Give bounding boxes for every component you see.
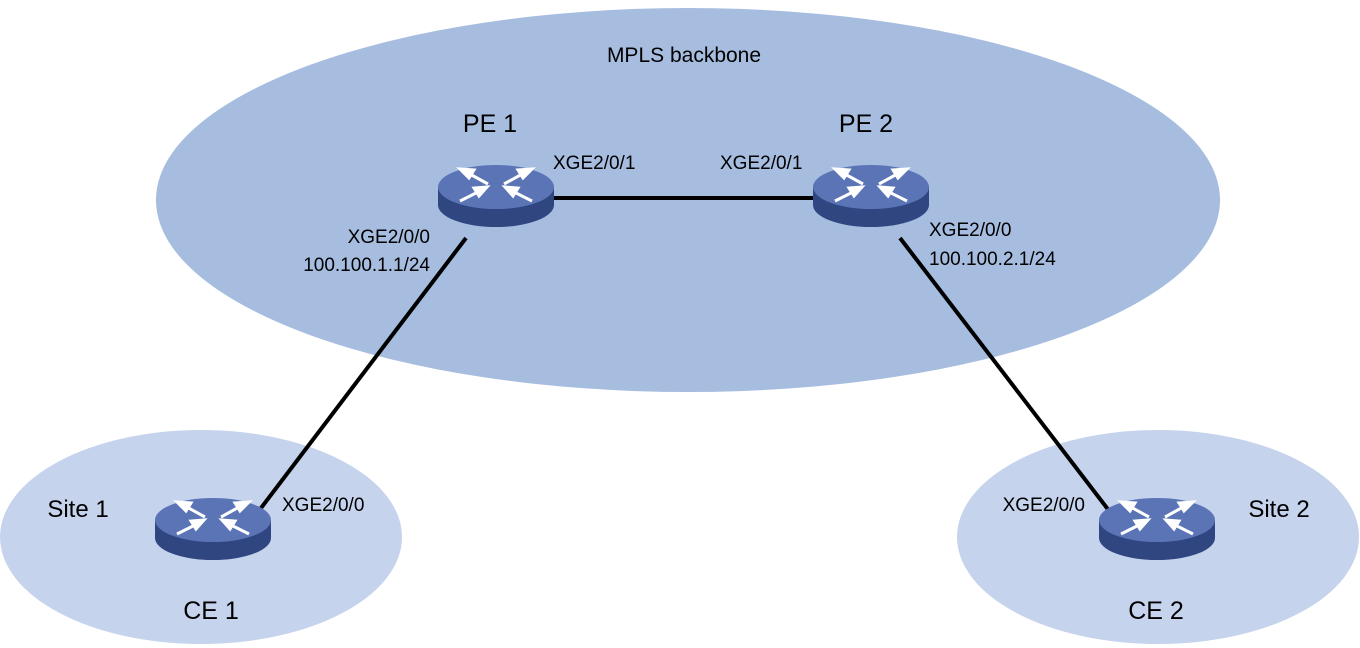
backbone-label: MPLS backbone bbox=[607, 44, 761, 67]
pe2-access-ip: 100.100.2.1/24 bbox=[929, 249, 1056, 270]
pe2-core-interface: XGE2/0/1 bbox=[720, 153, 802, 174]
pe1-access-ip: 100.100.1.1/24 bbox=[303, 255, 430, 276]
ce2-interface: XGE2/0/0 bbox=[1003, 495, 1085, 516]
router-ce2[interactable] bbox=[1097, 496, 1217, 562]
router-pe1[interactable] bbox=[436, 163, 556, 229]
router-icon bbox=[1097, 496, 1217, 562]
ce1-interface: XGE2/0/0 bbox=[282, 495, 364, 516]
ce2-label: CE 2 bbox=[1128, 597, 1184, 625]
pe1-access-interface: XGE2/0/0 bbox=[348, 227, 430, 248]
router-icon bbox=[153, 496, 273, 562]
pe2-label: PE 2 bbox=[839, 110, 893, 138]
pe1-core-interface: XGE2/0/1 bbox=[553, 153, 635, 174]
link-pe1-ce1 bbox=[256, 236, 468, 514]
pe1-label: PE 1 bbox=[463, 110, 517, 138]
router-icon bbox=[811, 163, 931, 229]
router-icon bbox=[436, 163, 556, 229]
ce1-label: CE 1 bbox=[183, 597, 239, 625]
site1-label: Site 1 bbox=[47, 496, 108, 523]
router-ce1[interactable] bbox=[153, 496, 273, 562]
pe2-access-interface: XGE2/0/0 bbox=[929, 220, 1011, 241]
link-pe2-ce2 bbox=[898, 236, 1112, 514]
site2-label: Site 2 bbox=[1248, 496, 1309, 523]
router-pe2[interactable] bbox=[811, 163, 931, 229]
